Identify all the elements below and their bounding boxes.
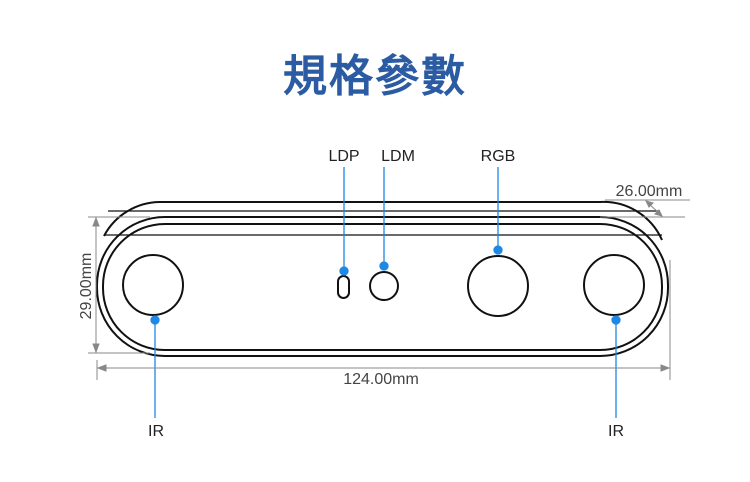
ir-left-label: IR	[148, 423, 164, 440]
camera-body-front	[102, 223, 663, 351]
height-dimension: 29.00mm	[78, 253, 95, 320]
ldm-lens	[369, 271, 399, 301]
width-dimension: 124.00mm	[343, 371, 419, 388]
ir-right-label: IR	[608, 423, 624, 440]
ldp-label: LDP	[328, 148, 359, 165]
page-title: 規格參數	[283, 51, 467, 102]
ldp-callout-dot	[339, 266, 349, 276]
ldm-label: LDM	[381, 148, 415, 165]
camera-back-outline	[160, 200, 663, 241]
ldp-emitter	[337, 275, 350, 299]
ir-left-callout-dot	[150, 315, 160, 325]
ir-right-lens	[583, 254, 645, 316]
rgb-label: RGB	[481, 148, 516, 165]
rgb-lens	[467, 255, 529, 317]
camera-body-outer	[96, 216, 669, 357]
ir-right-callout-dot	[611, 315, 621, 325]
ldm-callout-dot	[379, 261, 389, 271]
ir-left-lens	[122, 254, 184, 316]
depth-dimension: 26.00mm	[616, 183, 683, 200]
rgb-callout-dot	[493, 245, 503, 255]
